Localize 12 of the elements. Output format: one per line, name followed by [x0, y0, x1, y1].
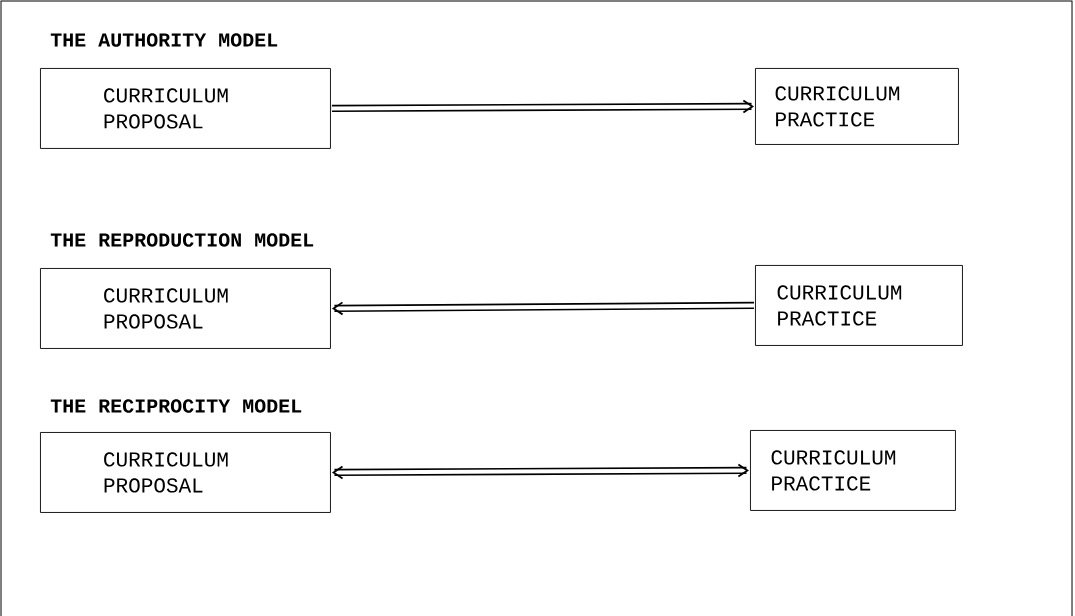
- text-box: CURRICULUM PROPOSAL: [40, 432, 331, 513]
- text-box: CURRICULUM PRACTICE: [755, 68, 959, 145]
- model-heading: THE AUTHORITY MODEL: [50, 33, 278, 47]
- text-box: CURRICULUM PRACTICE: [750, 430, 956, 511]
- text-box: CURRICULUM PRACTICE: [755, 265, 963, 346]
- model-heading: THE REPRODUCTION MODEL: [50, 233, 314, 247]
- double-arrow: [331, 301, 755, 316]
- text-box: CURRICULUM PROPOSAL: [40, 268, 331, 349]
- text-box: CURRICULUM PROPOSAL: [40, 68, 331, 149]
- model-heading: THE RECIPROCITY MODEL: [50, 399, 302, 413]
- double-arrow: [331, 99, 754, 114]
- double-arrow: [331, 463, 749, 480]
